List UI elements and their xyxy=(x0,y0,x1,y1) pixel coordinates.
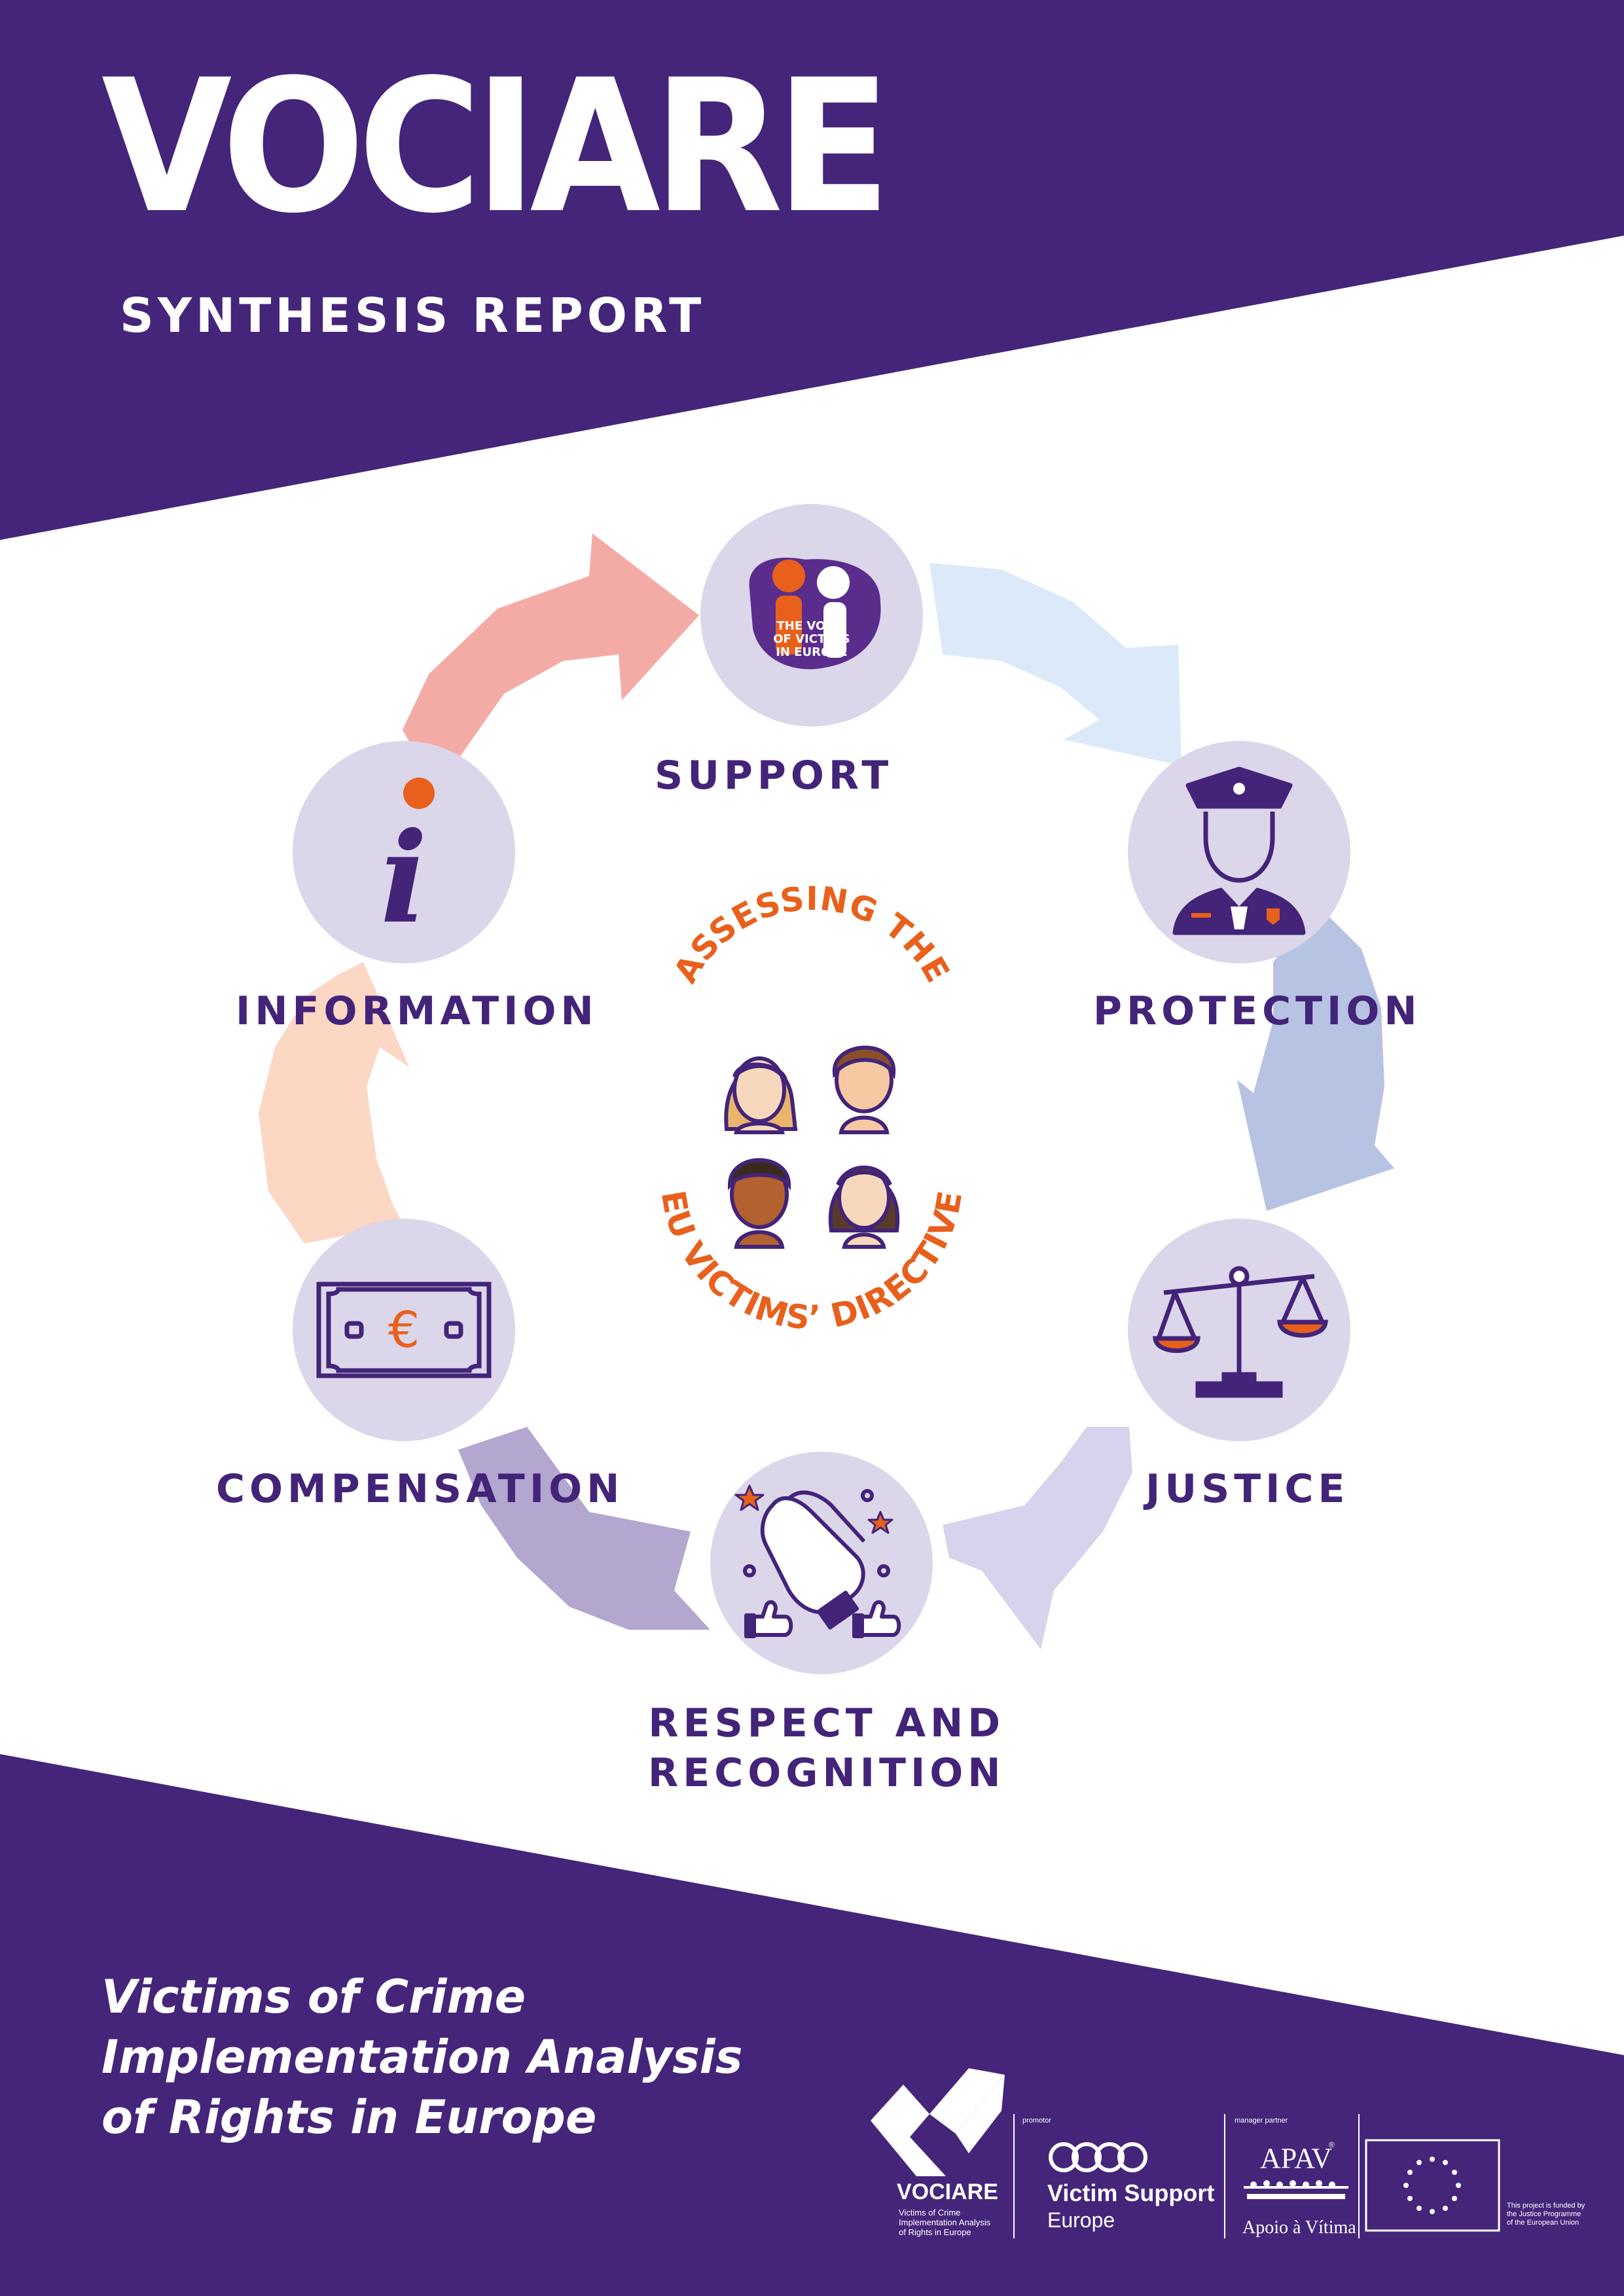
footer-title: Victims of Crime Implementation Analysis… xyxy=(101,1967,742,2147)
label-respect-line2: RECOGNITION xyxy=(648,1750,1005,1796)
face-woman-blonde-icon xyxy=(724,1056,798,1134)
information-icon: i xyxy=(380,778,435,951)
vociare-logo-subtitle: Victims of Crime Implementation Analysis… xyxy=(899,2208,990,2237)
eu-funding-note-line2: the Justice Programme xyxy=(1507,2210,1581,2218)
top-purple-band xyxy=(0,0,1624,540)
victims-faces-icon xyxy=(724,1045,900,1249)
separator-3 xyxy=(1358,2114,1360,2238)
report-subtitle: SYNTHESIS REPORT xyxy=(120,288,706,343)
eu-funding-note-line1: This project is funded by xyxy=(1507,2202,1585,2210)
face-woman-dark-hair-icon xyxy=(828,1165,900,1249)
label-justice: JUSTICE xyxy=(1146,1466,1350,1512)
label-support: SUPPORT xyxy=(655,753,893,798)
apav-subtitle: Apoio à Vítima xyxy=(1242,2217,1356,2238)
arrow-compensation-to-information xyxy=(259,962,409,1244)
bottom-purple-band xyxy=(0,1754,1624,2296)
vociare-logo-subtitle-line3: of Rights in Europe xyxy=(899,2227,971,2237)
voice-of-victims-logo-icon: THE VOICE OF VICTIMS IN EUROPE xyxy=(749,558,881,670)
face-man-brown-icon xyxy=(832,1045,896,1134)
police-officer-icon xyxy=(1172,766,1306,935)
apav-logo-icon xyxy=(1244,2180,1348,2199)
arrow-justice-to-respect xyxy=(943,1427,1132,1649)
vociare-logo-name: VOCIARE xyxy=(897,2179,998,2204)
footer-title-line3: of Rights in Europe xyxy=(101,2090,597,2144)
vociare-logo-subtitle-line1: Victims of Crime xyxy=(899,2208,961,2217)
clapping-hands-icon xyxy=(734,1484,901,1638)
apav-name: APAV xyxy=(1260,2142,1333,2174)
information-circle xyxy=(293,741,515,963)
apav-registered-mark: ® xyxy=(1329,2140,1335,2149)
separator-1 xyxy=(1013,2114,1015,2238)
arrow-support-to-protection xyxy=(929,563,1182,766)
arrow-information-to-support xyxy=(403,533,699,759)
promotor-tag: promotor xyxy=(1022,2117,1052,2125)
arrow-protection-to-justice xyxy=(1237,910,1394,1211)
victim-support-europe-logo-icon xyxy=(1049,2142,1147,2172)
label-compensation: COMPENSATION xyxy=(216,1466,624,1512)
arrow-respect-to-compensation xyxy=(458,1427,710,1630)
vse-name-line2: Europe xyxy=(1047,2208,1115,2232)
voice-logo-line3: IN EUROPE xyxy=(776,645,848,659)
scales-of-justice-icon xyxy=(1153,1266,1328,1398)
vociare-logo-icon xyxy=(871,2068,1005,2176)
voice-logo-line2: OF VICTIMS xyxy=(773,632,850,646)
face-man-dark-icon xyxy=(727,1158,791,1249)
footer-title-line2: Implementation Analysis xyxy=(101,2030,743,2084)
label-information: INFORMATION xyxy=(236,988,598,1034)
information-glyph: i xyxy=(380,805,427,951)
vociare-logo-subtitle-line2: Implementation Analysis xyxy=(899,2217,991,2227)
label-protection: PROTECTION xyxy=(1093,988,1422,1034)
footer-title-line1: Victims of Crime xyxy=(101,1970,526,2024)
euro-symbol: € xyxy=(388,1300,420,1359)
label-respect-line1: RESPECT AND xyxy=(648,1700,1005,1746)
separator-2 xyxy=(1224,2114,1225,2238)
eu-funding-note-line3: of the European Union xyxy=(1507,2219,1579,2227)
voice-logo-line1: THE VOICE xyxy=(776,619,846,633)
report-title: VOCIARE xyxy=(101,41,891,254)
euro-banknote-icon: € xyxy=(316,1282,492,1378)
eu-funding-note: This project is funded by the Justice Pr… xyxy=(1507,2202,1612,2227)
compensation-circle xyxy=(293,1219,515,1441)
vse-name-line1: Victim Support xyxy=(1047,2179,1215,2206)
eu-flag-icon xyxy=(1365,2139,1500,2232)
label-respect-and-recognition: RESPECT AND RECOGNITION xyxy=(648,1698,1005,1798)
manager-partner-tag: manager partner xyxy=(1235,2117,1288,2125)
